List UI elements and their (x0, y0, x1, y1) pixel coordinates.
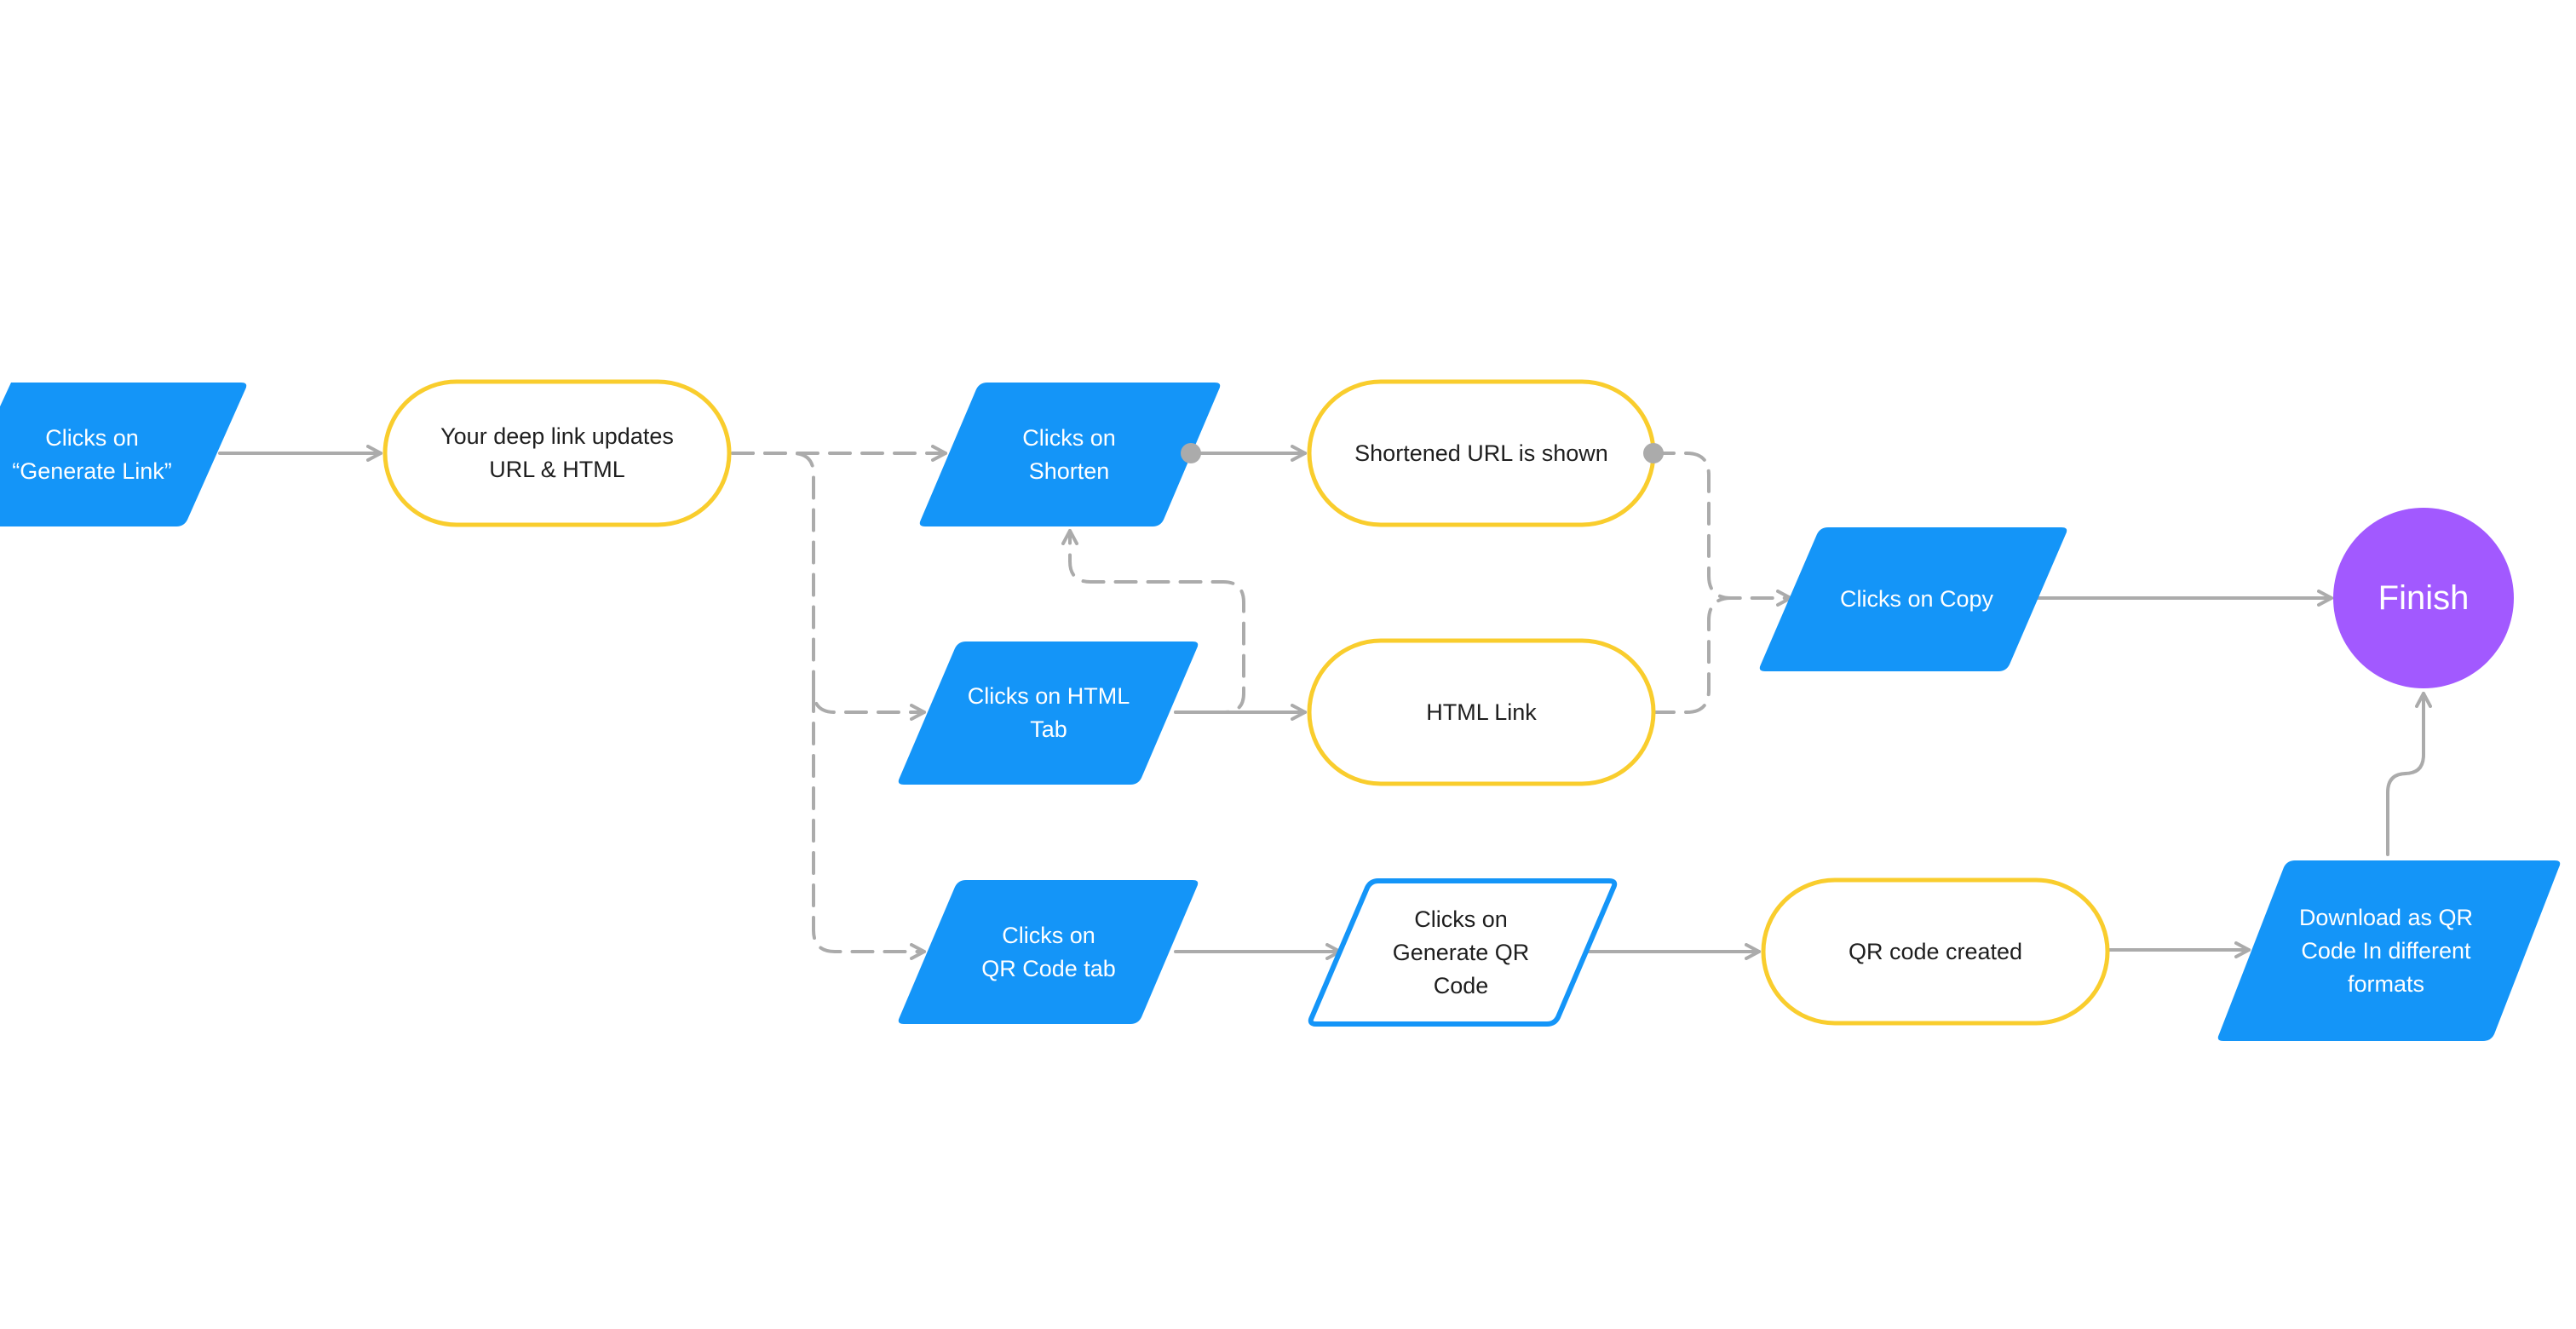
copy-shape (1759, 527, 2067, 671)
shorten-shape (919, 383, 1221, 526)
connector-deep-link-to-qr-tab[interactable] (812, 689, 926, 960)
node-html-link[interactable] (1307, 638, 1656, 786)
connector-deep-link-to-html-tab[interactable] (731, 452, 926, 721)
qr-created-label: QR code created (1848, 938, 2023, 964)
shortened-url-connection-handle[interactable] (1643, 443, 1664, 463)
connector-shortened-url-to-copy[interactable] (1652, 452, 1792, 607)
copy-label: Clicks on Copy (1839, 586, 1994, 612)
shorten-connection-handle[interactable] (1181, 443, 1201, 463)
node-qr-tab[interactable] (898, 880, 1199, 1024)
node-generate-qr[interactable] (1308, 878, 1618, 1027)
html-link-label: HTML Link (1426, 699, 1537, 725)
node-download-qr[interactable] (2217, 860, 2561, 1041)
node-generate-link[interactable] (0, 383, 247, 526)
generate-qr-shape (1308, 878, 1618, 1027)
qr-created-shape (1761, 877, 2110, 1026)
download-qr-label: Download as QR Code In different formats (2298, 904, 2474, 997)
connector-html-link-to-copy[interactable] (1652, 596, 1733, 714)
node-shorten[interactable] (919, 383, 1221, 526)
node-deep-link-updates[interactable] (382, 379, 732, 527)
node-html-tab[interactable] (898, 641, 1199, 785)
generate-qr-label: Clicks on Generate QR Code (1392, 906, 1530, 998)
node-copy[interactable] (1759, 527, 2067, 671)
connectors (218, 445, 2432, 960)
deep-link-updates-shape (382, 379, 732, 527)
connector-download-to-finish[interactable] (2386, 692, 2432, 856)
qr-tab-shape (898, 880, 1199, 1024)
connector-html-tab-to-shorten[interactable] (1061, 529, 1245, 714)
node-finish[interactable] (2333, 508, 2514, 688)
generate-link-shape (0, 383, 247, 526)
download-qr-shape (2217, 860, 2561, 1041)
html-tab-label: Clicks on HTML Tab (967, 683, 1130, 742)
shorten-label: Clicks on Shorten (1022, 424, 1116, 484)
qr-tab-label: Clicks on QR Code tab (981, 922, 1116, 981)
generate-link-label: Clicks on “Generate Link” (12, 424, 172, 484)
html-link-shape (1307, 638, 1656, 786)
node-qr-created[interactable] (1761, 877, 2110, 1026)
shortened-url-label: Shortened URL is shown (1354, 440, 1608, 466)
finish-label: Finish (2378, 578, 2470, 617)
html-tab-shape (898, 641, 1199, 785)
deep-link-updates-label: Your deep link updates URL & HTML (440, 423, 674, 482)
finish-shape (2333, 508, 2514, 688)
